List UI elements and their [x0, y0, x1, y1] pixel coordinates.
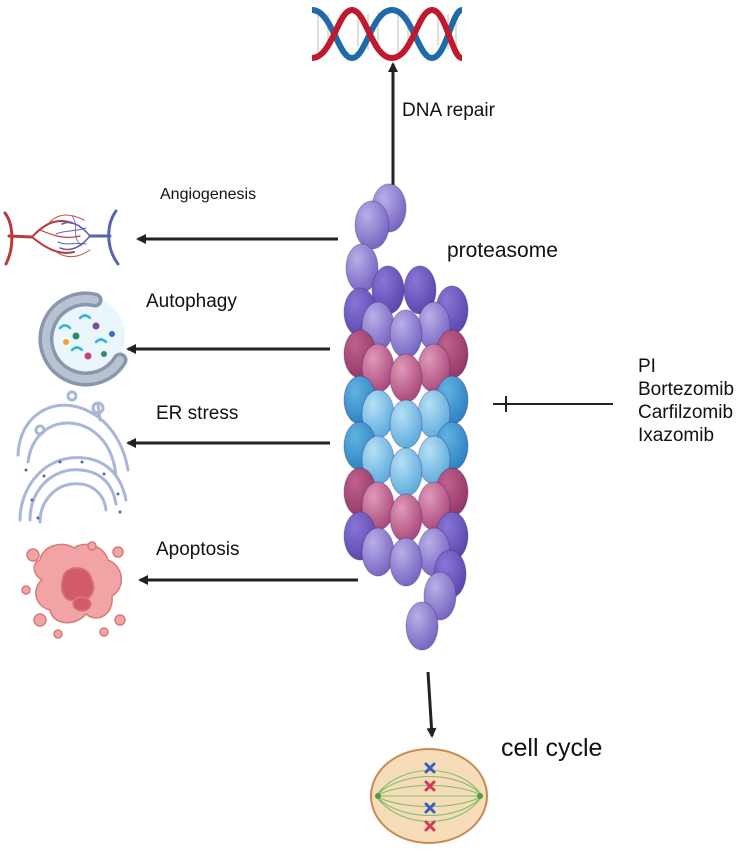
- dividing-cell-icon: [370, 748, 488, 844]
- angiogenesis-label: Angiogenesis: [160, 186, 257, 203]
- blood-vessels-icon: [3, 209, 120, 266]
- proteasome-icon: [343, 183, 469, 651]
- er-ribosomes: [24, 460, 122, 520]
- apoptotic-cell-icon: [21, 541, 126, 639]
- autophagy-label: Autophagy: [146, 291, 237, 312]
- inhibition-line: [493, 396, 613, 412]
- cell-cycle-label: cell cycle: [501, 734, 603, 762]
- dna-helix-icon: [311, 6, 464, 62]
- dna-repair-label: DNA repair: [402, 100, 495, 121]
- endoplasmic-reticulum-icon: [16, 390, 130, 524]
- proteasome-label: proteasome: [447, 239, 558, 262]
- autophagosome-icon: [38, 291, 128, 387]
- inhibitor-bortezomib: Bortezomib: [638, 379, 735, 400]
- inhibitor-class-label: PI: [638, 356, 656, 377]
- inhibitor-carfilzomib: Carfilzomib: [638, 402, 734, 423]
- inhibitor-list: PI Bortezomib Carfilzomib Ixazomib: [638, 355, 734, 447]
- er-stress-label: ER stress: [156, 403, 239, 424]
- arrows: [126, 62, 437, 738]
- inhibitor-ixazomib: Ixazomib: [638, 425, 715, 446]
- arrow-cell-cycle: [426, 671, 437, 738]
- apoptosis-label: Apoptosis: [156, 539, 240, 560]
